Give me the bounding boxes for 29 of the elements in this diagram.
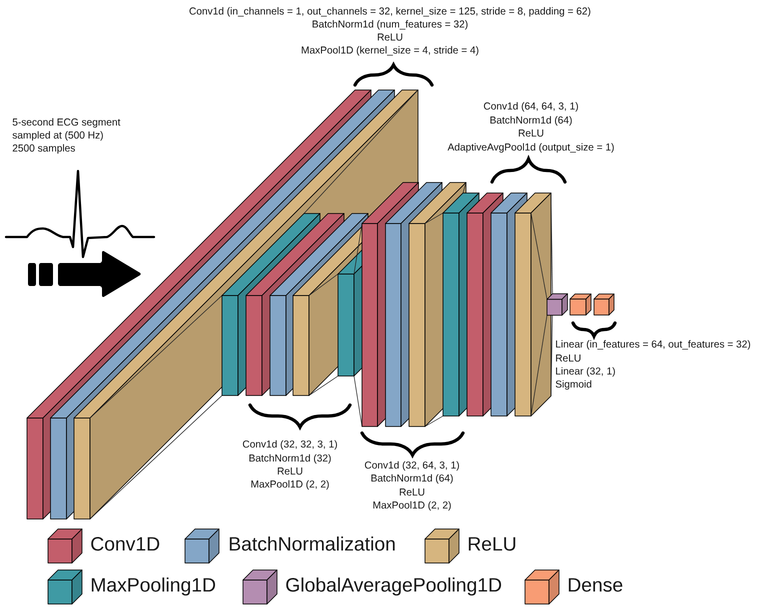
layer-spec-text: Sigmoid — [556, 380, 592, 390]
layer-spec-text: Conv1d (32, 64, 3, 1) — [364, 461, 459, 471]
layer-spec-text: BatchNorm1d (num_features = 32) — [312, 20, 468, 30]
layer-spec-text: MaxPool1D (2, 2) — [251, 480, 329, 490]
legend-label: MaxPooling1D — [92, 578, 216, 596]
layer-spec-text: ReLU — [518, 130, 544, 137]
layer-spec-text: MaxPool1D (2, 2) — [373, 501, 451, 511]
layer-spec-text: ReLU — [400, 488, 424, 496]
legend-label: GlobalAveragePooling1D — [286, 578, 502, 596]
legend-label: BatchNormalization — [230, 536, 395, 551]
input-description-text: sampled at (500 Hz) — [12, 131, 103, 141]
layer-spec-text: BatchNorm1d (64) — [490, 116, 572, 126]
legend-label: Conv1D — [91, 537, 160, 551]
legend-label: ReLU — [468, 537, 516, 551]
layer-spec-text: AdaptiveAvgPool1d (output_size = 1) — [448, 143, 614, 153]
layer-spec-text: ReLU — [556, 354, 580, 362]
layer-spec-text: ReLU — [278, 468, 302, 475]
layer-spec-text: BatchNorm1d (64) — [371, 474, 453, 484]
layer-spec-text: ReLU — [378, 34, 402, 41]
legend-label: Dense — [568, 578, 622, 592]
layer-spec-text: Conv1d (in_channels = 1, out_channels = 32, kernel_size = 125, stride = 8, padding = 62) — [190, 7, 590, 17]
layer-spec-text: MaxPool1D (kernel_size = 4, stride = 4) — [302, 46, 478, 56]
layer-spec-text: BatchNorm1d (32) — [249, 454, 331, 464]
layer-spec-text: Conv1d (64, 64, 3, 1) — [484, 102, 578, 112]
input-description-text: 2500 samples — [12, 144, 75, 154]
input-description-text: 5-second ECG segment — [12, 118, 120, 128]
layer-spec-text: Linear (in_features = 64, out_features = 32) — [556, 340, 750, 350]
layer-spec-text: Linear (32, 1) — [556, 367, 615, 377]
layer-spec-text: Conv1d (32, 32, 3, 1) — [242, 440, 337, 450]
